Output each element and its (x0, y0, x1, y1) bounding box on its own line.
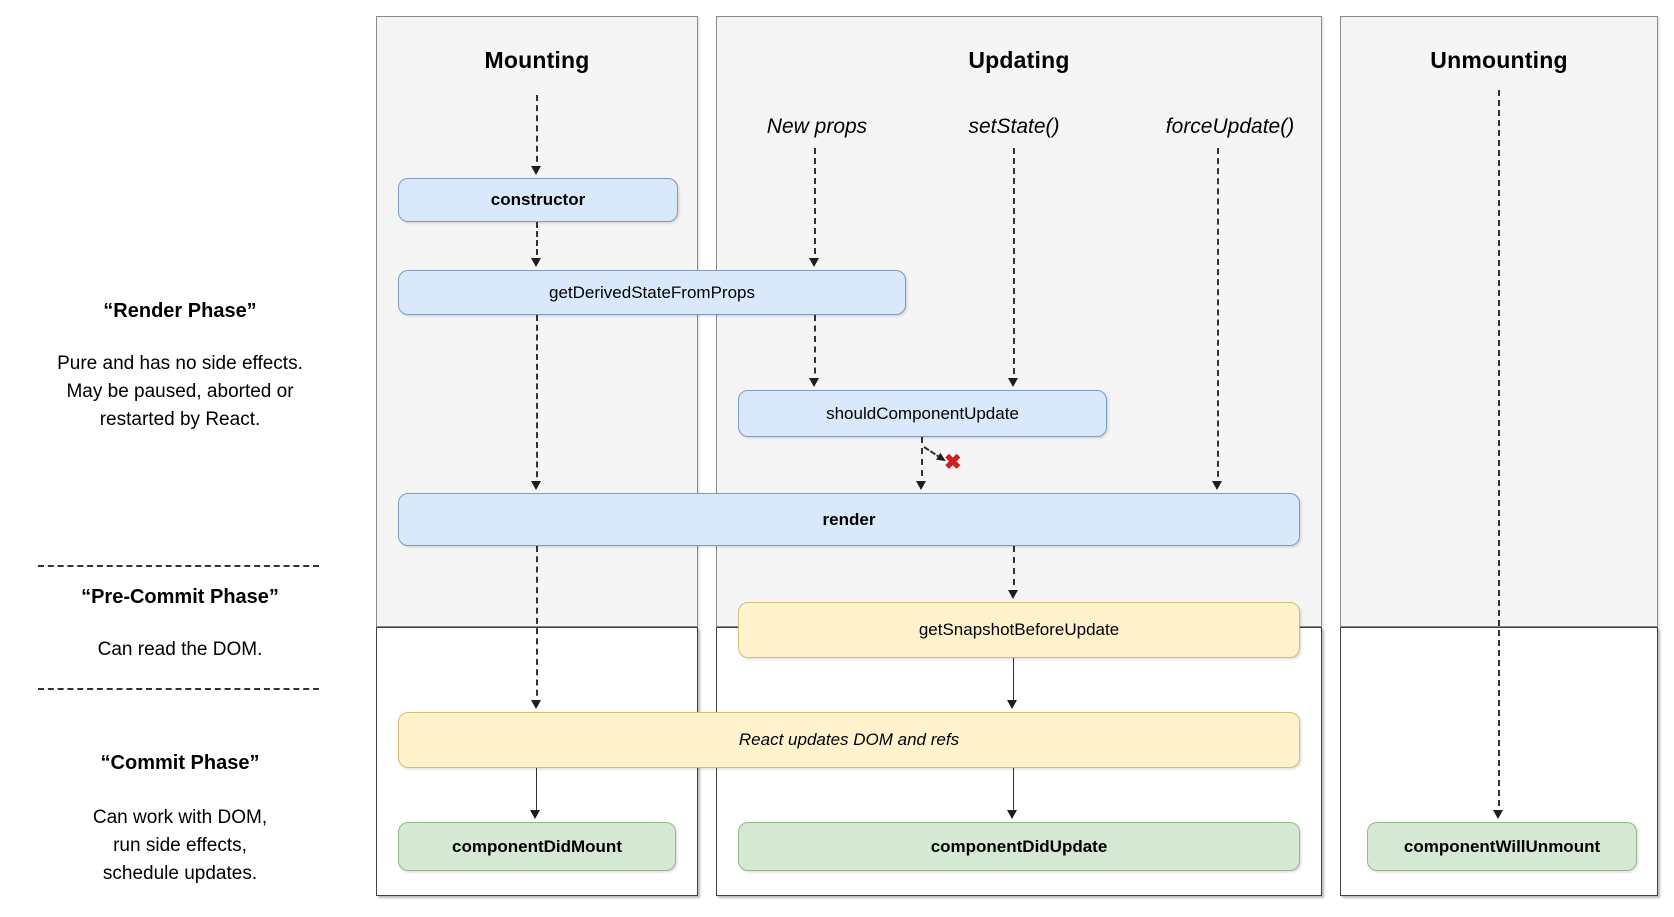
should-component-update-node[interactable]: shouldComponentUpdate (738, 390, 1107, 437)
get-derived-state-from-props-node[interactable]: getDerivedStateFromProps (398, 270, 906, 315)
arrow-dom-update-to-component-did-update (1007, 768, 1017, 819)
constructor-node[interactable]: constructor (398, 178, 678, 222)
component-will-unmount-node[interactable]: componentWillUnmount (1367, 822, 1637, 871)
commit-phase-line: schedule updates. (102, 863, 258, 884)
commit-phase-line: run side effects, (113, 835, 247, 856)
pre-commit-phase-description: Can read the DOM. (0, 636, 360, 664)
mounting-column-title: Mounting (484, 47, 590, 73)
arrow-gdsfp-to-render-mounting (531, 315, 541, 490)
arrow-gdsfp-to-scu (809, 315, 819, 387)
arrow-render-to-dom-update-mounting (531, 546, 541, 709)
trigger-set-state[interactable]: setState() (968, 115, 1060, 138)
arrow-force-update-to-render (1212, 148, 1222, 490)
render-phase-line: restarted by React. (99, 409, 261, 430)
arrow-mount-to-constructor (531, 95, 541, 175)
render-phase-description: Pure and has no side effects. May be pau… (0, 350, 360, 434)
render-phase-line: Pure and has no side effects. (57, 353, 303, 374)
component-did-mount-node[interactable]: componentDidMount (398, 822, 676, 871)
arrow-constructor-to-gdsfp (531, 222, 541, 267)
arrow-dom-update-to-component-did-mount (530, 768, 540, 819)
trigger-force-update[interactable]: forceUpdate() (1165, 115, 1295, 138)
arrow-set-state-to-scu (1008, 148, 1018, 387)
commit-phase-line: Can work with DOM, (92, 807, 268, 828)
arrow-gsbu-to-dom-update (1007, 658, 1017, 709)
arrow-unmount-to-component-will-unmount (1493, 90, 1503, 819)
pre-commit-phase-title: “Pre-Commit Phase” (81, 586, 279, 608)
reject-x-icon: ✖ (944, 451, 962, 474)
render-phase-line: May be paused, aborted or (66, 381, 294, 402)
unmounting-column-title: Unmounting (1430, 47, 1568, 73)
phase-divider (38, 688, 319, 690)
component-did-update-node[interactable]: componentDidUpdate (738, 822, 1300, 871)
commit-phase-title: “Commit Phase” (100, 752, 260, 774)
get-snapshot-before-update-node[interactable]: getSnapshotBeforeUpdate (738, 602, 1300, 658)
arrow-new-props-to-gdsfp (809, 148, 819, 267)
render-node[interactable]: render (398, 493, 1300, 546)
updating-column-title: Updating (968, 47, 1070, 73)
render-phase-title: “Render Phase” (103, 300, 257, 322)
pre-commit-phase-line: Can read the DOM. (97, 639, 263, 660)
arrow-render-to-gsbu (1008, 546, 1018, 599)
commit-phase-description: Can work with DOM, run side effects, sch… (0, 804, 360, 888)
arrow-scu-to-render (916, 437, 926, 490)
react-updates-dom-node: React updates DOM and refs (398, 712, 1300, 768)
trigger-new-props: New props (766, 115, 868, 138)
phase-divider (38, 565, 319, 567)
